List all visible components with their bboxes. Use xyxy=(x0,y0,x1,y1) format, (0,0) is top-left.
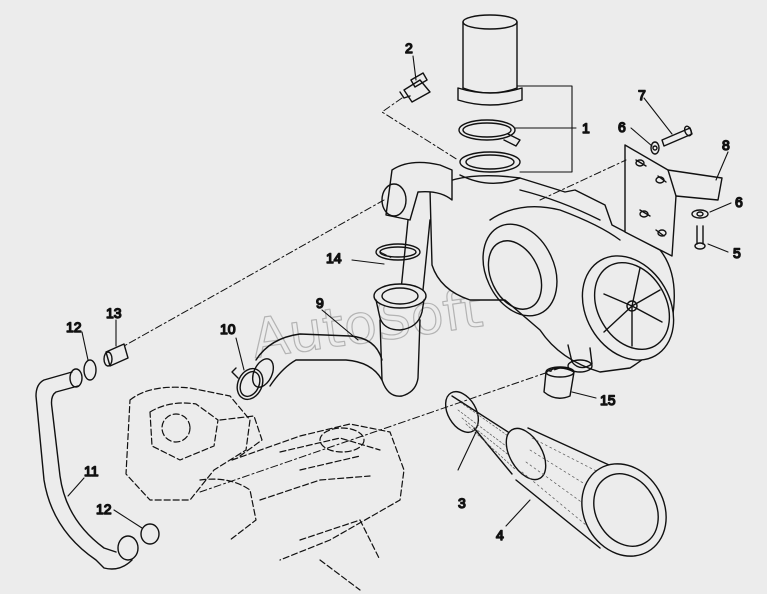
callout-3: 3 xyxy=(458,495,466,511)
outer-filter-element-4 xyxy=(505,427,667,557)
callout-11: 11 xyxy=(84,463,99,479)
callout-9: 9 xyxy=(316,295,324,311)
dust-cap-15 xyxy=(543,366,575,399)
callout-7: 7 xyxy=(638,87,646,103)
callout-12-upper: 12 xyxy=(66,319,82,335)
washer-6-upper xyxy=(650,141,660,155)
restriction-indicator-2 xyxy=(399,72,431,103)
callouts: 1 2 3 4 5 6 6 7 8 9 10 11 12 12 13 14 15 xyxy=(65,39,743,543)
callout-6-upper: 6 xyxy=(618,119,626,135)
callout-4: 4 xyxy=(496,527,504,543)
o-ring-12-upper xyxy=(83,359,97,381)
inner-filter-element-3 xyxy=(444,391,531,475)
callout-14: 14 xyxy=(326,250,342,266)
callout-6-lower: 6 xyxy=(735,194,743,210)
pipe-11 xyxy=(35,368,139,570)
callout-2: 2 xyxy=(405,40,413,56)
callout-13: 13 xyxy=(106,305,122,321)
callout-5: 5 xyxy=(733,245,741,261)
bolt-7 xyxy=(661,125,693,147)
washer-6-lower xyxy=(691,209,709,219)
fitting-13 xyxy=(103,343,129,367)
callout-1: 1 xyxy=(582,120,590,136)
bolt-5 xyxy=(694,225,706,250)
engine-outline xyxy=(125,386,405,591)
o-ring-12-lower xyxy=(140,523,160,545)
callout-15: 15 xyxy=(600,392,616,408)
callout-8: 8 xyxy=(722,137,730,153)
leader-lines xyxy=(67,55,732,529)
callout-12-lower: 12 xyxy=(96,501,112,517)
callout-10: 10 xyxy=(220,321,236,337)
mounting-bracket-8 xyxy=(624,144,723,257)
seal-ring-14 xyxy=(375,243,421,261)
assembly-lines xyxy=(123,97,627,493)
air-filter-housing xyxy=(381,14,675,373)
intake-hose-9 xyxy=(251,283,427,397)
hose-clamp-10 xyxy=(231,367,264,401)
